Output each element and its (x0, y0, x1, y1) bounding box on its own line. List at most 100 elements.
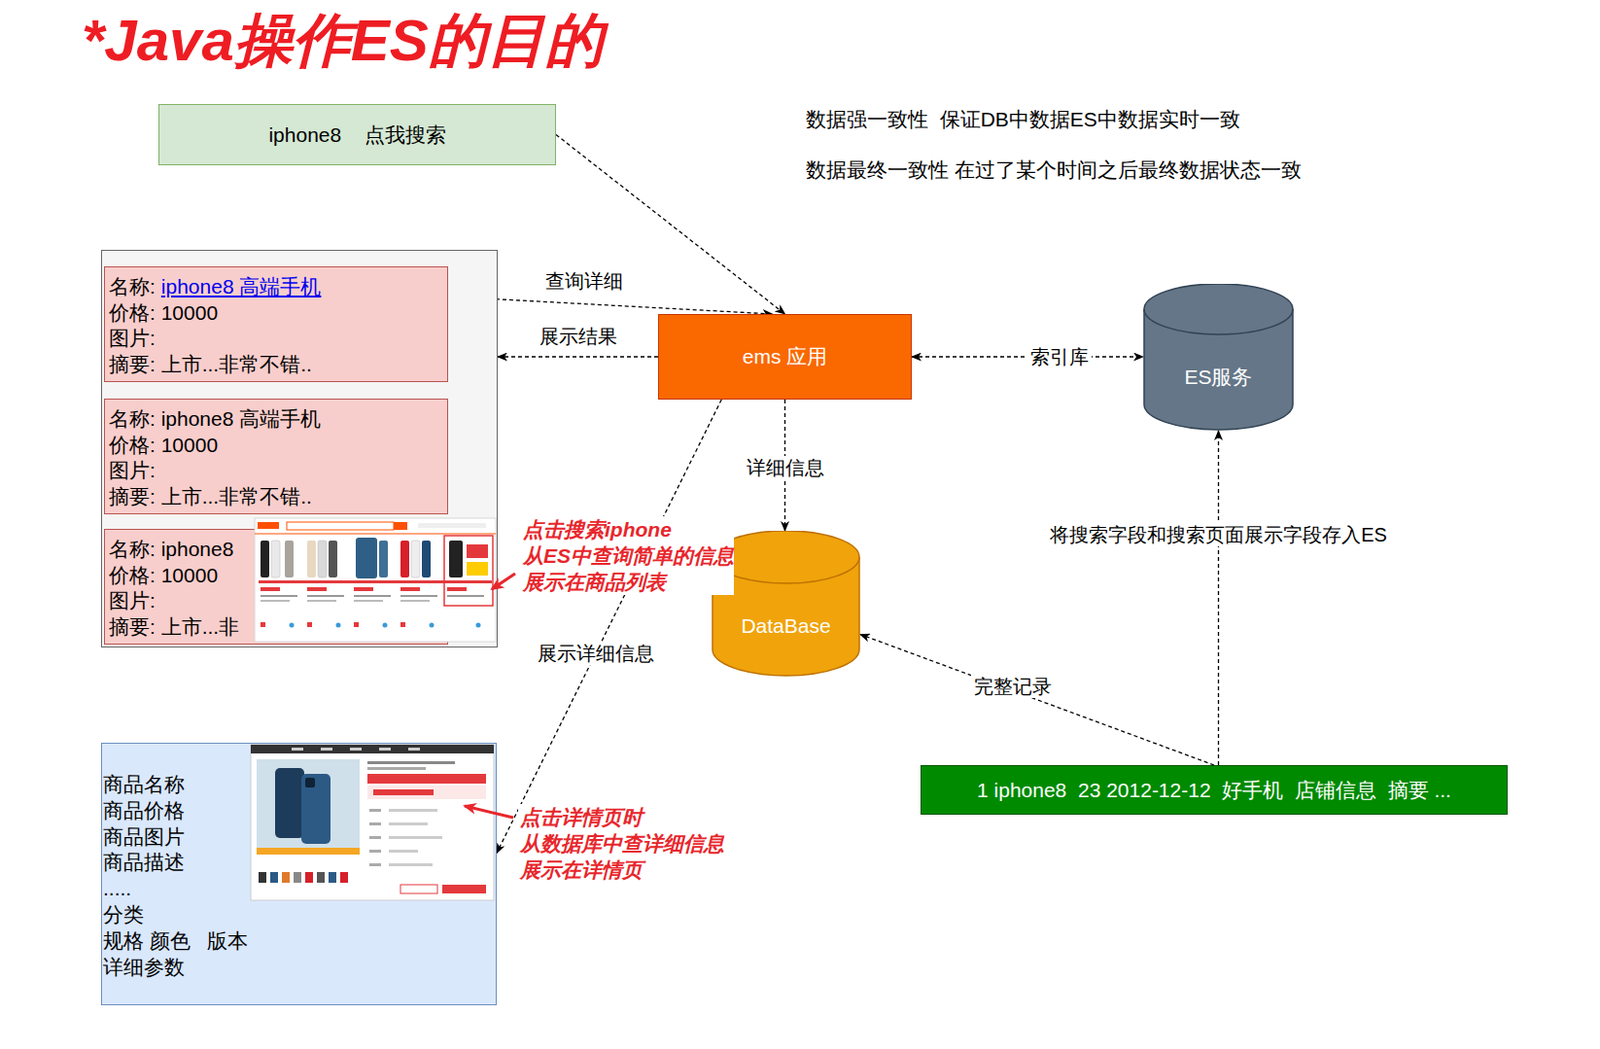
drawing-part (271, 540, 280, 578)
edge-label: 完整记录 (971, 674, 1055, 698)
dashed-connector (860, 634, 1215, 766)
dashed-connector (1217, 430, 1219, 766)
drawing-part (466, 561, 488, 576)
drawing-part (250, 744, 494, 901)
node-text: ..... (103, 876, 132, 900)
cylinder-rim (712, 556, 860, 584)
text-line: 摘要: 上市...非常不错.. (108, 351, 440, 379)
text-line: ES服务 (1183, 363, 1253, 391)
node-text: ems 应用 (742, 345, 829, 368)
drawing-part (270, 871, 279, 883)
drawing-part (369, 835, 382, 839)
drawing-part (388, 822, 428, 826)
drawing-part (400, 884, 438, 894)
node-text: DataBase (740, 614, 831, 637)
drawing-part (307, 622, 313, 627)
search-result-screenshot (254, 518, 496, 642)
drawing-part (307, 599, 337, 602)
drawing-part (442, 884, 487, 894)
text-line: 图片: (108, 325, 440, 352)
edge-label: 索引库 (1027, 345, 1092, 369)
drawing-part (281, 871, 290, 883)
text-line: 分类 (103, 902, 488, 929)
drawing-part (367, 761, 455, 765)
edge-label: 展示详细信息 (534, 641, 658, 665)
text-line: 摘要: 上市...非常不错.. (108, 484, 440, 511)
drawing-part (307, 594, 345, 597)
text-line: 规格 颜色 版本 (103, 928, 488, 955)
node-text: 摘要: 上市...非常不错.. (108, 485, 313, 508)
dashed-connector (497, 355, 659, 357)
drawing-part (353, 599, 383, 602)
drawing-part (260, 594, 298, 597)
drawing-part (444, 535, 493, 606)
result-item-box: 名称: iphone8 高端手机价格: 10000图片:摘要: 上市...非常不… (104, 398, 449, 515)
drawing-part (369, 863, 382, 867)
drawing-part (291, 747, 304, 751)
drawing-part (408, 747, 420, 751)
drawing-part (275, 767, 305, 838)
drawing-part (369, 849, 382, 853)
cylinder-outline (1143, 283, 1294, 431)
node-text: iphone8 点我搜索 (268, 123, 446, 146)
drawing-part (382, 623, 388, 628)
drawing-part (293, 871, 302, 883)
drawing-part (328, 871, 337, 883)
app-box: ems 应用 (658, 313, 912, 400)
drawing-part (289, 623, 295, 628)
drawing-part (260, 599, 290, 602)
drawing-part (301, 773, 331, 844)
drawing-part (400, 622, 406, 627)
node-text: 商品图片 (103, 825, 185, 848)
drawing-part (379, 540, 388, 578)
drawing-part (258, 871, 267, 883)
drawing-part (400, 587, 420, 592)
node-text: 商品名称 (103, 772, 185, 796)
node-text: 图片: (108, 458, 156, 482)
node-text: 商品价格 (103, 799, 185, 822)
callout-arrow (491, 573, 516, 590)
drawing-part (254, 518, 496, 642)
callout-arrow (464, 805, 514, 818)
node-text: 详细参数 (103, 955, 185, 978)
drawing-part (250, 744, 494, 754)
edge-label: 详细信息 (743, 455, 828, 480)
drawing-part (305, 871, 314, 883)
drawing-part (317, 540, 327, 578)
node-text: 摘要: 上市...非 (108, 615, 240, 638)
edge-label: 将搜索字段和搜索页面展示字段存入ES (1046, 522, 1391, 547)
drawing-part (429, 623, 435, 628)
drawing-part (307, 587, 327, 592)
drawing-part (369, 822, 382, 826)
node-text: 价格: 10000 (108, 301, 218, 324)
drawing-part (388, 863, 433, 867)
drawing-part (447, 594, 485, 597)
node-text: 商品描述 (103, 850, 185, 873)
node-text: 规格 颜色 版本 (103, 929, 248, 952)
text-line: 详细参数 (103, 954, 488, 981)
callout-text: 点击详情页时 从数据库中查详细信息 展示在详情页 (518, 803, 744, 883)
drawing-part (373, 789, 434, 796)
cylinder-rim (1144, 309, 1293, 335)
drawing-part (449, 540, 463, 578)
dashed-connector (496, 399, 722, 853)
node-text: iphone8 高端手机 (161, 275, 322, 298)
text-line: 名称:iphone8 高端手机 (108, 274, 440, 301)
note-text: 数据强一致性 保证DB中数据ES中数据实时一致 (805, 106, 1241, 133)
node-text: 图片: (108, 326, 156, 349)
node-text: 名称: (108, 275, 156, 298)
drawing-part (257, 521, 279, 529)
node-text: 摘要: 上市...非常不错.. (108, 352, 313, 376)
text-line: 名称: iphone8 高端手机 (108, 406, 440, 433)
drawing-part (328, 540, 338, 578)
record-box: 1 iphone8 23 2012-12-12 好手机 店铺信息 摘要 ... (920, 765, 1508, 815)
drawing-part (367, 785, 487, 800)
drawing-part (379, 747, 391, 751)
drawing-part (353, 587, 374, 592)
drawing-part (421, 540, 431, 578)
drawing-part (286, 521, 394, 530)
drawing-part (305, 777, 315, 788)
note-text: 数据最终一致性 在过了某个时间之后最终数据状态一致 (805, 157, 1302, 183)
drawing-part (353, 594, 391, 597)
text-line: 图片: (108, 457, 440, 485)
